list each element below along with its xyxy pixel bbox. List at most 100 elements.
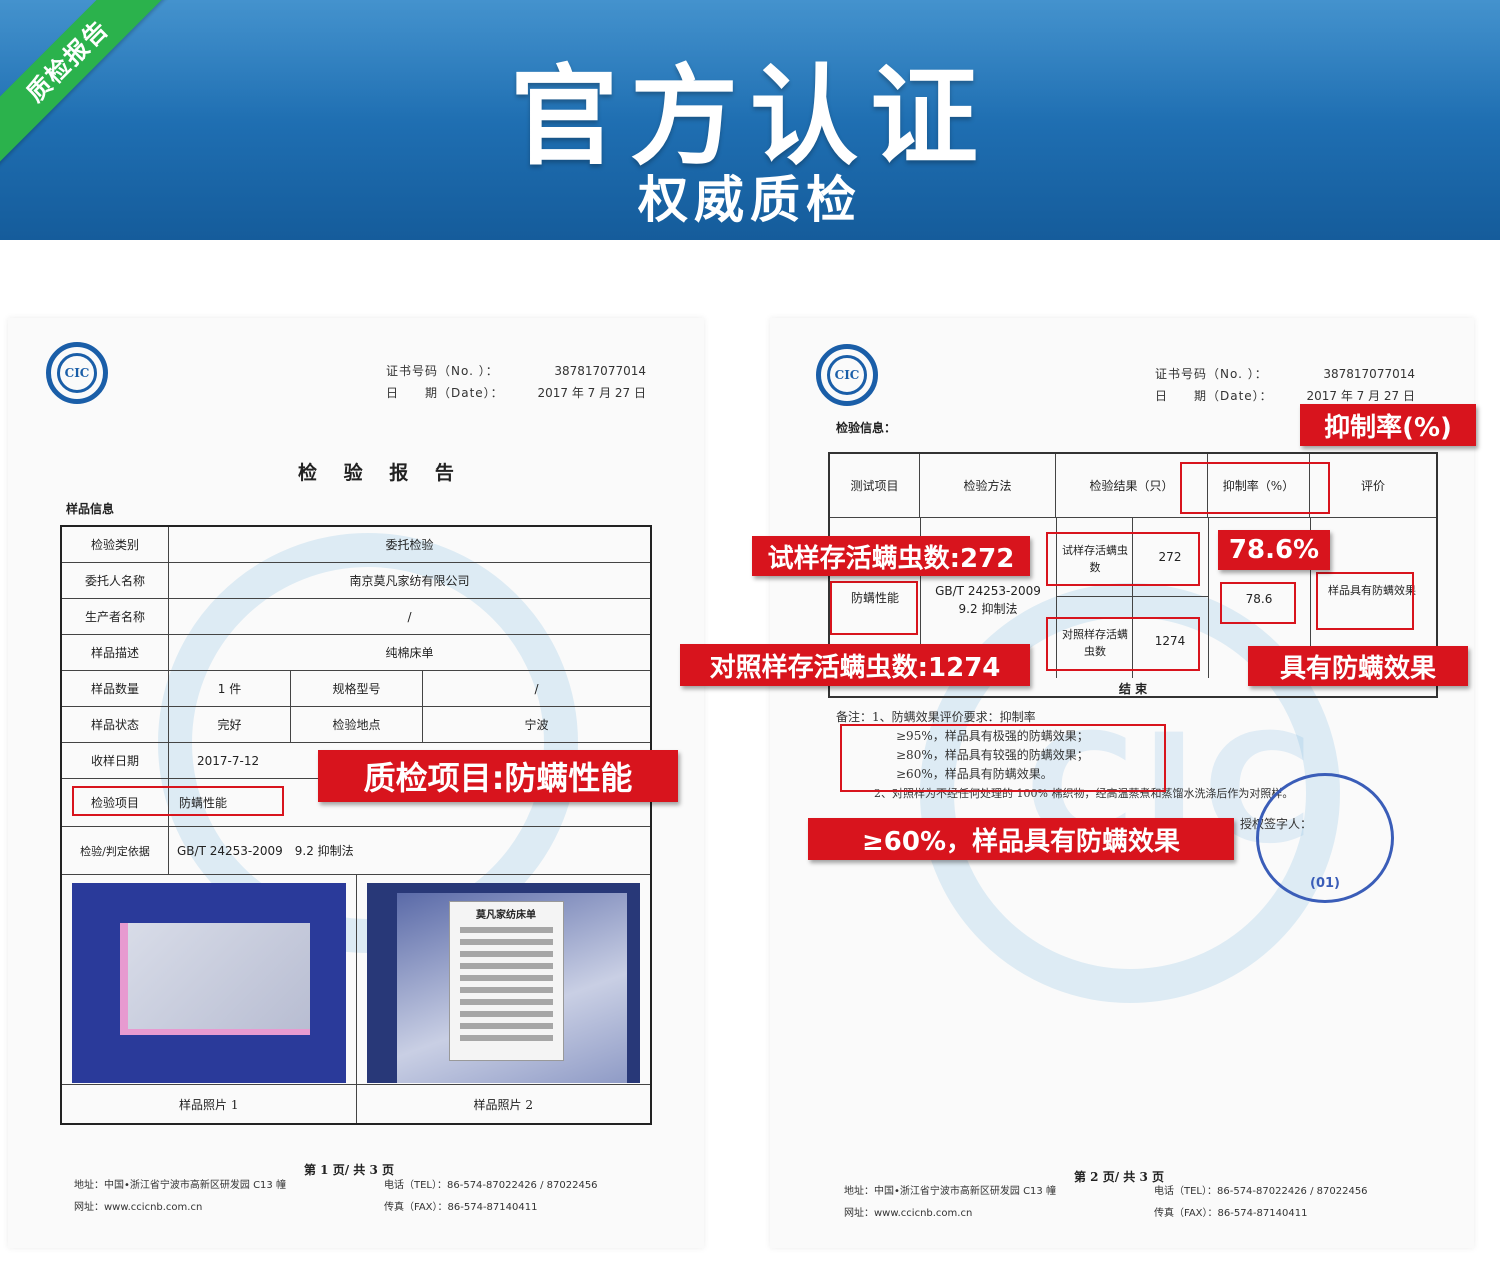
- callout-test-item: 质检项目:防螨性能: [318, 750, 678, 802]
- header-banner: 官方认证 权威质检 质检报告: [0, 0, 1500, 240]
- footer-tel: 电话（TEL）：86-574-87022426 / 87022456: [1154, 1186, 1368, 1197]
- recv-label: 收样日期: [62, 743, 169, 778]
- basis-value: GB/T 24253-2009 9.2 抑制法: [177, 844, 354, 858]
- photo-cell-1: [62, 875, 357, 1084]
- report-title: 检 验 报 告: [298, 462, 464, 484]
- row-label: 样品描述: [62, 635, 169, 670]
- row-value: /: [407, 609, 412, 624]
- product-tag: 莫凡家纺床单: [448, 901, 564, 1061]
- note-line: ≥60%，样品具有防螨效果。: [896, 767, 1053, 781]
- notes: 备注：1、防螨效果评价要求：抑制率 ≥95%，样品具有极强的防螨效果； ≥80%…: [836, 708, 1293, 803]
- row-value: 南京莫凡家纺有限公司: [349, 574, 470, 588]
- cert-no-value: 387817077014: [554, 364, 646, 378]
- table-row: 委托人名称 南京莫凡家纺有限公司: [62, 563, 650, 599]
- sample-photo-1: [72, 883, 346, 1083]
- row-value: 委托检验: [385, 538, 434, 552]
- cert-no-label: 证书号码（No. ）：: [1155, 367, 1268, 381]
- header-result: 检验结果（只）: [1056, 454, 1208, 517]
- highlight-rate-header: [1180, 462, 1330, 514]
- recv-value: 2017-7-12: [197, 753, 260, 768]
- stamp-text: (01): [1310, 875, 1340, 891]
- footer-tel: 电话（TEL）：86-574-87022426 / 87022456: [384, 1180, 598, 1191]
- product-tag-title: 莫凡家纺床单: [476, 910, 536, 921]
- table-row: 样品数量 1 件 规格型号 /: [62, 671, 650, 707]
- header-rate: 抑制率（%）: [1208, 454, 1310, 517]
- place-value: 宁波: [524, 718, 549, 732]
- banner-title: 官方认证: [509, 55, 990, 180]
- banner-sheen: [0, 0, 1500, 120]
- footer-address: 地址：中国•浙江省宁波市高新区研发园 C13 幢: [844, 1186, 1056, 1197]
- photo-row: 莫凡家纺床单: [62, 875, 650, 1085]
- footer-website: 网址：www.ccicnb.com.cn: [74, 1202, 203, 1213]
- callout-threshold: ≥60%，样品具有防螨效果: [808, 818, 1234, 860]
- footer-fax: 传真（FAX）：86-574-87140411: [384, 1202, 538, 1213]
- folded-sheet-image: [120, 923, 310, 1035]
- page-number: 第 2 页/ 共 3 页: [1074, 1170, 1164, 1184]
- cert-date-label: 日 期（Date）：: [386, 386, 504, 400]
- highlight-rate-value: [1220, 582, 1296, 624]
- sample-count-value: 272: [1158, 550, 1182, 564]
- official-stamp-icon: (01): [1256, 773, 1394, 903]
- evaluation-value: 样品具有防螨效果: [1328, 584, 1416, 597]
- row-label: 委托人名称: [62, 563, 169, 598]
- note-line: 备注：1、防螨效果评价要求：抑制率: [836, 710, 1036, 724]
- logo-text: CIC: [57, 353, 97, 393]
- table-header: 测试项目 检验方法 检验结果（只） 抑制率（%） 评价: [830, 454, 1436, 518]
- highlight-sample-count: [1046, 532, 1200, 586]
- photo1-caption: 样品照片 1: [62, 1085, 357, 1123]
- footer-fax: 传真（FAX）：86-574-87140411: [1154, 1208, 1308, 1219]
- page-number: 第 1 页/ 共 3 页: [304, 1163, 394, 1177]
- footer-address: 地址：中国•浙江省宁波市高新区研发园 C13 幢: [74, 1180, 286, 1191]
- highlight-test-item: [72, 786, 284, 816]
- status-label: 样品状态: [62, 707, 169, 742]
- highlight-evaluation: [1316, 572, 1414, 630]
- cic-logo-icon: CIC: [46, 342, 108, 404]
- callout-effect: 具有防螨效果: [1248, 646, 1468, 686]
- basis-label: 检验/判定依据: [62, 827, 169, 874]
- table-row: 样品描述 纯棉床单: [62, 635, 650, 671]
- method-value: GB/T 24253-2009 9.2 抑制法: [920, 582, 1056, 618]
- header-test-item: 测试项目: [830, 454, 920, 517]
- rate-value: 78.6: [1245, 592, 1273, 606]
- cert-meta: 证书号码（No. ）： 387817077014 日 期（Date）： 2017 年…: [1155, 363, 1415, 407]
- highlight-control-count: [1046, 617, 1200, 671]
- photo2-caption: 样品照片 2: [473, 1097, 533, 1112]
- cic-logo-icon: CIC: [816, 344, 878, 406]
- method-line-2: 9.2 抑制法: [958, 602, 1018, 616]
- cert-no-value: 387817077014: [1323, 367, 1415, 381]
- place-label: 检验地点: [291, 707, 423, 742]
- logo-text: CIC: [827, 355, 867, 395]
- cert-date-label: 日 期（Date）：: [1155, 389, 1273, 403]
- footer-left: 地址：中国•浙江省宁波市高新区研发园 C13 幢 网址：www.ccicnb.c…: [844, 1181, 1056, 1225]
- callout-sample-count: 试样存活螨虫数:272: [752, 536, 1030, 576]
- highlight-test-item-2: [830, 581, 918, 635]
- table-row: 样品状态 完好 检验地点 宁波: [62, 707, 650, 743]
- row-value: 纯棉床单: [385, 646, 434, 660]
- photo-cell-2: 莫凡家纺床单: [357, 875, 651, 1084]
- sample-count-label: 试样存活螨虫数: [1062, 544, 1128, 574]
- table-row: 检验/判定依据 GB/T 24253-2009 9.2 抑制法: [62, 827, 650, 875]
- header-evaluation: 评价: [1360, 479, 1385, 493]
- control-count-label: 对照样存活螨虫数: [1062, 628, 1128, 658]
- note-line: ≥95%，样品具有极强的防螨效果；: [896, 729, 1089, 743]
- cert-date-value: 2017 年 7 月 27 日: [1306, 389, 1415, 403]
- item-value: 防螨性能: [179, 796, 228, 810]
- test-item-value: 防螨性能: [850, 591, 899, 605]
- callout-rate: 抑制率(%): [1300, 404, 1476, 446]
- callout-rate-value: 78.6%: [1218, 530, 1330, 570]
- method-line-1: GB/T 24253-2009: [935, 584, 1041, 598]
- qty-value: 1 件: [169, 671, 291, 706]
- callout-control-count: 对照样存活螨虫数:1274: [680, 644, 1030, 686]
- qty-label: 样品数量: [62, 671, 169, 706]
- footer-right: 电话（TEL）：86-574-87022426 / 87022456 传真（FA…: [384, 1175, 598, 1219]
- note-line: ≥80%，样品具有较强的防螨效果；: [896, 748, 1089, 762]
- sample-photo-2: 莫凡家纺床单: [366, 883, 640, 1083]
- footer-website: 网址：www.ccicnb.com.cn: [844, 1208, 973, 1219]
- table-row: 检验项目 防螨性能: [62, 779, 650, 827]
- footer-left: 地址：中国•浙江省宁波市高新区研发园 C13 幢 网址：www.ccicnb.c…: [74, 1175, 286, 1219]
- item-label: 检验项目: [62, 779, 169, 826]
- status-value: 完好: [169, 707, 291, 742]
- photo-captions: 样品照片 1 样品照片 2: [62, 1085, 650, 1123]
- table-row: 检验类别 委托检验: [62, 527, 650, 563]
- model-value: /: [534, 681, 539, 696]
